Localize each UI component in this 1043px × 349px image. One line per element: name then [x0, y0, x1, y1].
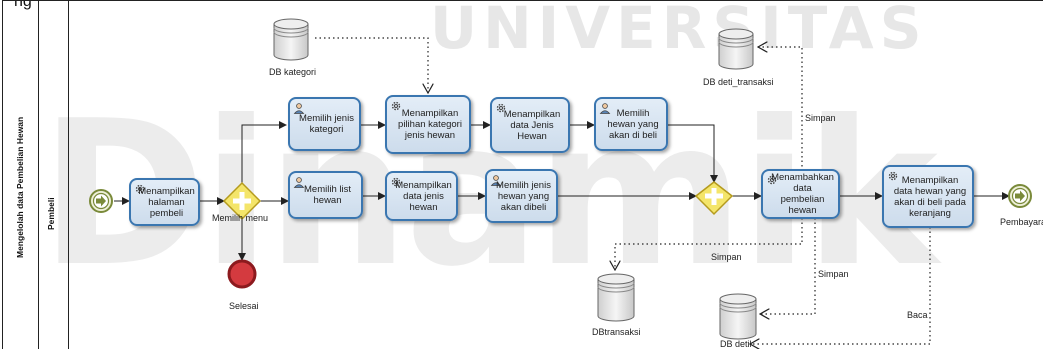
datastore-label-detil-transaksi: DB deti_transaksi: [703, 77, 774, 87]
task-menambahkan-data-pembelian-hewan[interactable]: Menambahkan data pembelian hewan: [761, 169, 840, 219]
user-icon: [293, 103, 305, 114]
assoc-t9-to-dbdetil: [760, 218, 816, 314]
task-label: Memilih jenis kategori: [299, 113, 354, 135]
task-label: Memilih jenis hewan yang akan dibeli: [496, 179, 551, 213]
user-icon: [490, 175, 502, 186]
user-icon: [599, 103, 611, 114]
gear-icon: [391, 101, 401, 111]
end-event: [227, 259, 257, 289]
datastore-db-detil: [719, 293, 757, 340]
gear-icon: [391, 177, 401, 187]
task-memilih-jenis-kategori[interactable]: Memilih jenis kategori: [288, 97, 361, 151]
end-event-label: Selesai: [229, 301, 259, 311]
task-label: Menampilkan halaman pembeli: [138, 185, 195, 219]
task-label: Memilih hewan yang akan di beli: [607, 107, 659, 141]
task-menampilkan-data-jenis-hewan[interactable]: Menampilkan data Jenis Hewan: [490, 97, 570, 153]
flow-label-baca: Baca: [907, 310, 928, 320]
gateway-label: Memilih menu: [212, 213, 269, 223]
gear-icon: [767, 175, 777, 185]
task-memilih-jenis-hewan-yang-akan-dibeli[interactable]: Memilih jenis hewan yang akan dibeli: [485, 169, 558, 223]
flow-label-simpan-3: Simpan: [818, 269, 849, 279]
datastore-label-kategori: DB kategori: [269, 67, 317, 77]
gateway-merge: [694, 181, 734, 216]
task-label: Menampilkan data Jenis Hewan: [503, 108, 561, 142]
datastore-db-kategori: [273, 18, 309, 61]
task-label: Menampilkan data jenis hewan: [395, 179, 452, 213]
task-menampilkan-data-keranjang[interactable]: Menampilkan data hewan yang akan di beli…: [882, 165, 974, 228]
datastore-label-transaksi: DBtransaksi: [592, 327, 641, 337]
task-label: Menampilkan data hewan yang akan di beli…: [893, 174, 967, 219]
task-menampilkan-data-jenis-hewan-2[interactable]: Menampilkan data jenis hewan: [385, 171, 458, 221]
gear-icon: [135, 184, 145, 194]
gateway-memilih-menu: [222, 181, 262, 221]
task-memilih-hewan-yang-akan-di-beli[interactable]: Memilih hewan yang akan di beli: [594, 97, 668, 151]
user-icon: [293, 177, 305, 188]
next-event-label: Pembayaran: [1000, 217, 1043, 227]
assoc-t9-to-dbtransaksi: [615, 218, 803, 270]
assoc-dbkategori-to-t3: [315, 37, 428, 93]
task-label: Menampilkan pilihan kategori jenis hewan: [398, 108, 462, 141]
pool-divider: [38, 0, 39, 349]
gear-icon: [888, 171, 898, 181]
datastore-db-transaksi: [597, 273, 635, 322]
start-event: [89, 189, 113, 213]
gear-icon: [496, 103, 506, 113]
task-menampilkan-pilihan-kategori[interactable]: Menampilkan pilihan kategori jenis hewan: [385, 95, 471, 154]
lane-divider: [68, 0, 69, 349]
datastore-db-detil-transaksi: [718, 28, 754, 70]
flow-label-simpan-1: Simpan: [805, 113, 836, 123]
task-memilih-list-hewan[interactable]: Memilih list hewan: [288, 171, 363, 219]
task-menampilkan-halaman-pembeli[interactable]: Menampilkan halaman pembeli: [129, 178, 200, 226]
assoc-t9-to-dbdetiltransaksi: [758, 47, 803, 171]
flow-label-simpan-2: Simpan: [711, 252, 742, 262]
task-label: Menambahkan data pembelian hewan: [771, 172, 834, 216]
task-label: Memilih list hewan: [304, 184, 351, 206]
page-title-fragment: ng: [14, 0, 32, 10]
datastore-label-detil: DB detil: [720, 339, 752, 349]
flow-g1-to-t2: [241, 121, 287, 183]
flow-t5-to-g2: [668, 124, 718, 183]
assoc-t10-dbdetil: [750, 218, 931, 344]
next-event: [1008, 184, 1032, 208]
